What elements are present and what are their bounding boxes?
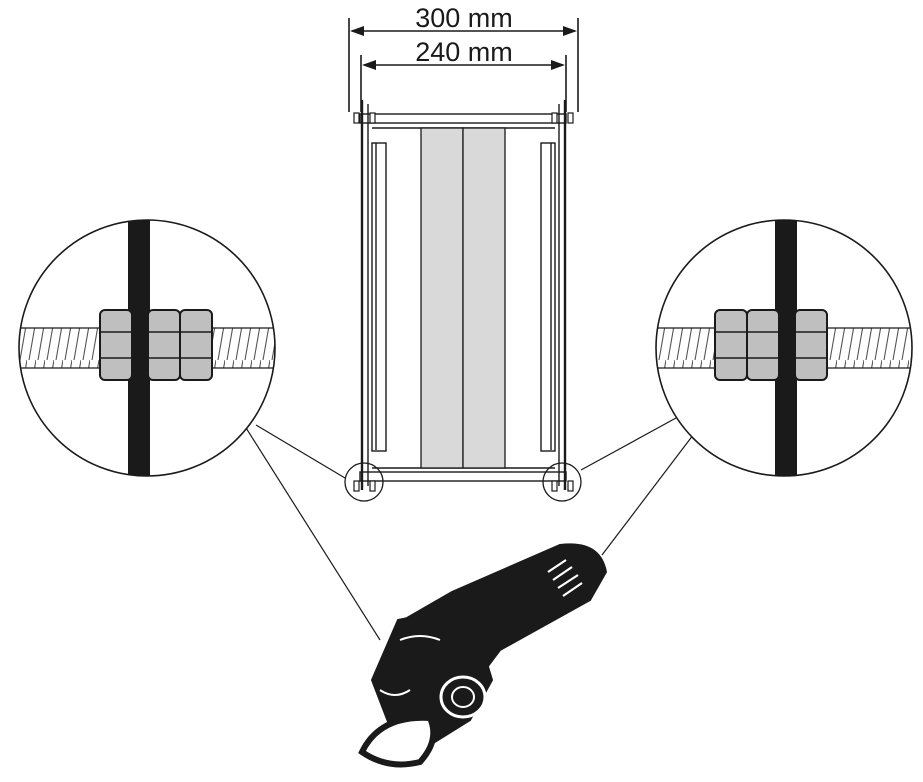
radiator-panels — [420, 127, 506, 469]
inner-dimension-label: 240 mm — [415, 37, 513, 67]
hex-nut-icon — [714, 309, 748, 381]
hex-nut-icon — [794, 309, 828, 381]
bracket-bar — [128, 220, 150, 476]
dimension-lines — [348, 18, 579, 112]
radiator-panel — [462, 127, 506, 469]
small-nuts — [353, 112, 574, 492]
hex-nut-icon — [99, 309, 133, 381]
detail-magnifier-left — [18, 219, 276, 477]
radiator-frame — [359, 100, 567, 490]
outer-dimension-label: 300 mm — [415, 3, 513, 33]
hex-nut-icon — [179, 309, 213, 381]
dimension-arrows — [350, 26, 577, 70]
detail-marker-left — [344, 462, 384, 502]
detail-magnifier-right — [655, 219, 913, 477]
bracket-bar — [775, 220, 797, 476]
hex-nut-icon — [746, 309, 780, 381]
radiator-panel — [420, 127, 464, 469]
angle-grinder-icon — [358, 543, 608, 768]
detail-marker-right — [542, 462, 582, 502]
hex-nut-icon — [147, 309, 181, 381]
